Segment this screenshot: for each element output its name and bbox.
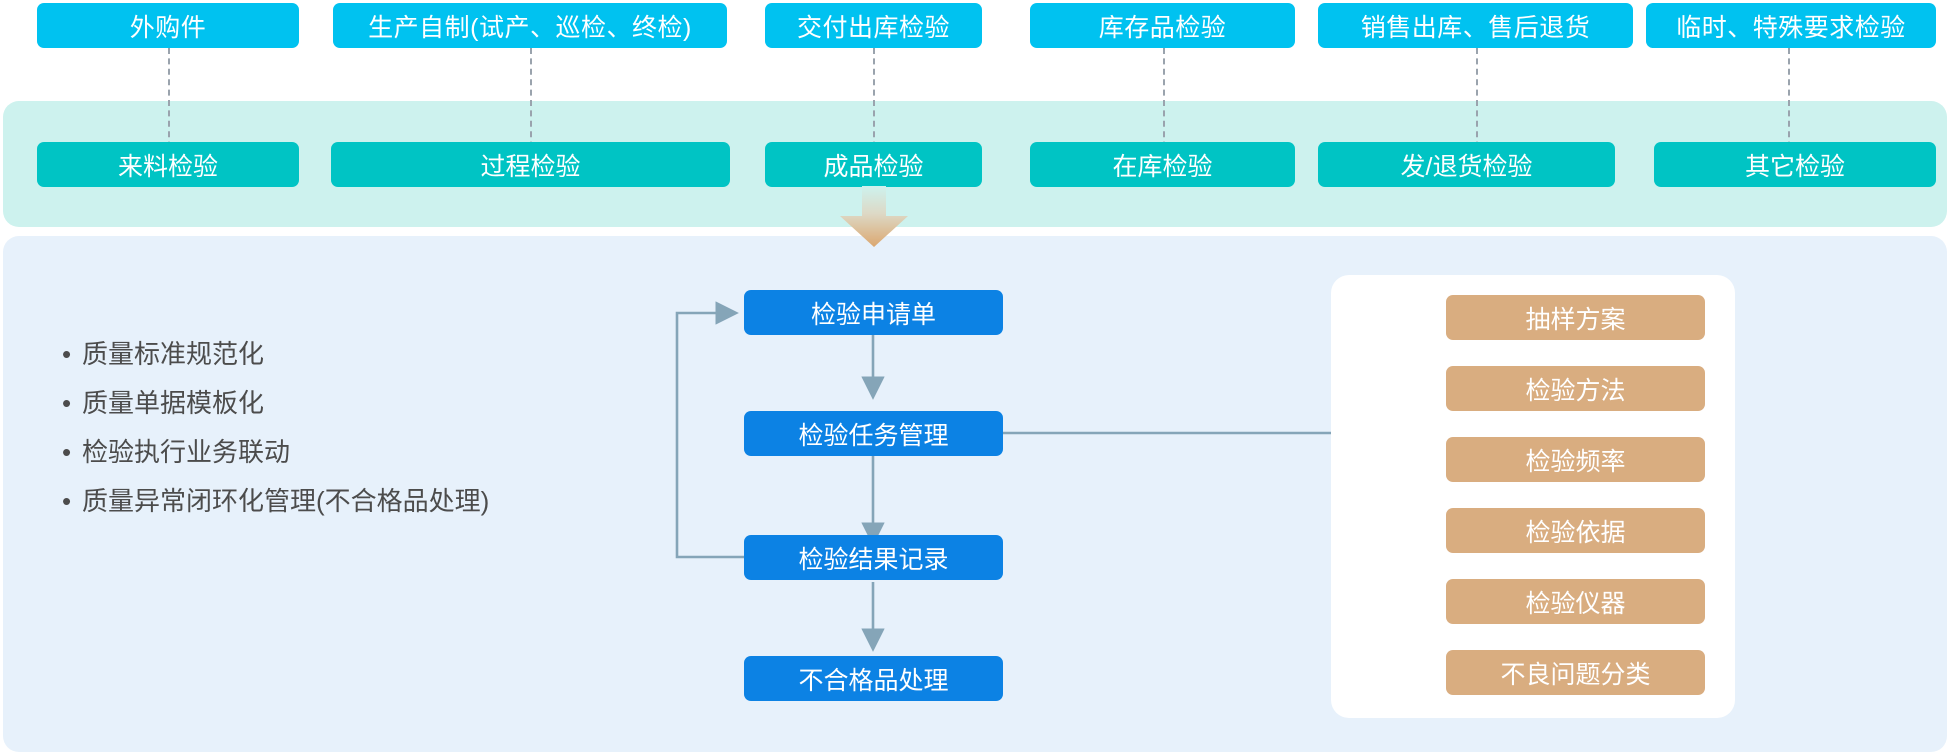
flow-step-result-record[interactable]: 检验结果记录 xyxy=(744,535,1003,580)
list-item: • 质量异常闭环化管理(不合格品处理) xyxy=(62,477,489,526)
reference-item-sampling-plan[interactable]: 抽样方案 xyxy=(1446,295,1705,340)
reference-card xyxy=(1331,275,1735,718)
capability-list: • 质量标准规范化 • 质量单据模板化 • 检验执行业务联动 • 质量异常闭环化管理(不… xyxy=(62,330,489,526)
flow-step-label: 检验结果记录 xyxy=(798,545,949,574)
dashed-connector-5 xyxy=(1476,48,1478,158)
dashed-connector-1 xyxy=(168,48,170,158)
trigger-label: 临时、特殊要求检验 xyxy=(1676,13,1906,42)
inspection-type-label: 来料检验 xyxy=(117,152,218,181)
reference-item-label: 检验依据 xyxy=(1525,518,1626,547)
list-item: • 质量单据模板化 xyxy=(62,379,489,428)
trigger-label: 库存品检验 xyxy=(1098,13,1227,42)
bullet-marker: • xyxy=(62,486,72,516)
list-item: • 质量标准规范化 xyxy=(62,330,489,379)
list-item: • 检验执行业务联动 xyxy=(62,428,489,477)
inspection-type-5[interactable]: 其它检验 xyxy=(1654,142,1936,187)
inspection-type-3[interactable]: 在库检验 xyxy=(1030,142,1295,187)
dashed-connector-4 xyxy=(1163,48,1165,158)
reference-item-label: 检验仪器 xyxy=(1525,589,1626,618)
flow-step-label: 检验申请单 xyxy=(810,300,936,329)
inspection-type-4[interactable]: 发/退货检验 xyxy=(1318,142,1615,187)
inspection-type-label: 成品检验 xyxy=(823,152,924,181)
trigger-chip-5[interactable]: 临时、特殊要求检验 xyxy=(1646,3,1936,48)
trigger-chip-1[interactable]: 生产自制(试产、巡检、终检) xyxy=(333,3,727,48)
capability-label: 质量单据模板化 xyxy=(82,388,265,418)
flow-step-label: 不合格品处理 xyxy=(798,666,949,695)
trigger-chip-3[interactable]: 库存品检验 xyxy=(1030,3,1295,48)
reference-item-defect-classification[interactable]: 不良问题分类 xyxy=(1446,650,1705,695)
flow-down-arrow-icon xyxy=(840,186,908,247)
bullet-marker: • xyxy=(62,388,72,418)
flow-step-label: 检验任务管理 xyxy=(798,421,949,450)
inspection-type-0[interactable]: 来料检验 xyxy=(37,142,299,187)
flow-step-task-management[interactable]: 检验任务管理 xyxy=(744,411,1003,456)
trigger-label: 生产自制(试产、巡检、终检) xyxy=(368,13,692,42)
capability-label: 检验执行业务联动 xyxy=(82,437,291,467)
trigger-chip-2[interactable]: 交付出库检验 xyxy=(765,3,982,48)
trigger-chip-4[interactable]: 销售出库、售后退货 xyxy=(1318,3,1633,48)
trigger-label: 交付出库检验 xyxy=(796,13,950,42)
reference-item-instrument[interactable]: 检验仪器 xyxy=(1446,579,1705,624)
dashed-connector-2 xyxy=(530,48,532,158)
reference-item-basis[interactable]: 检验依据 xyxy=(1446,508,1705,553)
capability-label: 质量标准规范化 xyxy=(82,339,265,369)
capability-label: 质量异常闭环化管理(不合格品处理) xyxy=(82,486,490,516)
reference-item-label: 检验方法 xyxy=(1525,376,1626,405)
inspection-type-label: 其它检验 xyxy=(1744,152,1845,181)
inspection-type-2[interactable]: 成品检验 xyxy=(765,142,982,187)
reference-item-label: 不良问题分类 xyxy=(1500,660,1651,689)
inspection-type-label: 发/退货检验 xyxy=(1400,152,1533,181)
bullet-marker: • xyxy=(62,437,72,467)
flow-step-nonconforming-handling[interactable]: 不合格品处理 xyxy=(744,656,1003,701)
inspection-type-label: 过程检验 xyxy=(480,152,581,181)
reference-item-label: 抽样方案 xyxy=(1525,305,1626,334)
reference-item-method[interactable]: 检验方法 xyxy=(1446,366,1705,411)
trigger-label: 销售出库、售后退货 xyxy=(1360,13,1591,42)
bullet-marker: • xyxy=(62,339,72,369)
reference-item-label: 检验频率 xyxy=(1525,447,1626,476)
inspection-type-1[interactable]: 过程检验 xyxy=(331,142,730,187)
trigger-label: 外购件 xyxy=(129,13,207,42)
dashed-connector-6 xyxy=(1788,48,1790,158)
trigger-chip-0[interactable]: 外购件 xyxy=(37,3,299,48)
inspection-type-label: 在库检验 xyxy=(1112,152,1213,181)
flow-step-inspection-request[interactable]: 检验申请单 xyxy=(744,290,1003,335)
reference-item-frequency[interactable]: 检验频率 xyxy=(1446,437,1705,482)
dashed-connector-3 xyxy=(873,48,875,158)
